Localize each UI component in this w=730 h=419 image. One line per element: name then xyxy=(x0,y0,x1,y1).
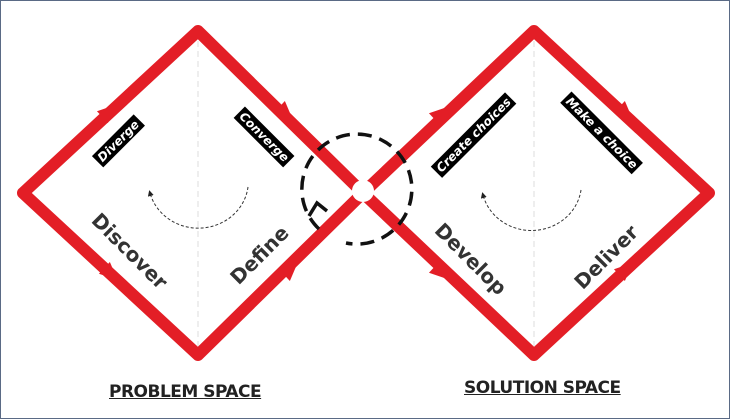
solution-space-title: SOLUTION SPACE xyxy=(464,378,621,398)
cycle-arc xyxy=(147,186,249,229)
iteration-loop xyxy=(300,132,414,246)
arrow-icon xyxy=(613,101,633,120)
center-node xyxy=(352,180,374,202)
solution-diamond xyxy=(357,25,715,361)
arrow-icon xyxy=(278,262,298,281)
arrow-icon xyxy=(96,104,116,123)
direction-arrows xyxy=(96,101,633,281)
problem-diamond xyxy=(17,25,369,361)
problem-space-title: PROBLEM SPACE xyxy=(109,382,262,402)
loop-arrow-icon xyxy=(307,200,329,217)
arrow-icon xyxy=(428,261,448,280)
arrow-icon xyxy=(428,106,448,125)
cycle-arc xyxy=(480,189,582,231)
arrow-icon xyxy=(273,101,293,120)
arrow-icon xyxy=(613,262,633,281)
arrow-icon xyxy=(98,262,118,281)
